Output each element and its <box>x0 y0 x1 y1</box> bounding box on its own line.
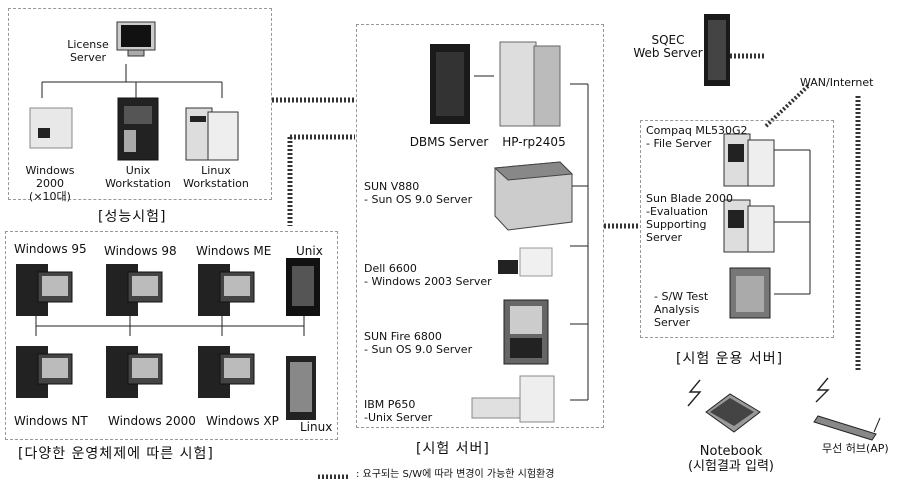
ibm-p650-label: IBM P650 -Unix Server <box>364 398 433 424</box>
os-label-windows95: Windows 95 <box>14 242 87 256</box>
os-pc-windows2000-icon <box>106 346 163 398</box>
unix-workstation-label: Unix Workstation <box>105 164 171 190</box>
unix-workstation-icon <box>117 97 159 161</box>
os-pc-windows95-icon <box>16 264 73 316</box>
sun-blade-label: Sun Blade 2000 -Evaluation Supporting Se… <box>646 192 734 244</box>
wan-internet-label: WAN/Internet <box>800 76 874 89</box>
linux-workstation-icon <box>185 107 239 161</box>
os-label-unix: Unix <box>296 244 323 258</box>
os-linux-server-icon <box>286 356 316 420</box>
compaq-file-server-icon <box>723 133 775 187</box>
dell-6600-server-icon <box>498 247 553 277</box>
dbms-server-label: DBMS Server <box>409 135 489 149</box>
wireless-hub-label: 무선 허브(AP) <box>822 442 889 455</box>
test-server-box <box>356 24 604 428</box>
license-server-label: License Server <box>67 38 109 64</box>
sun-blade-server-icon <box>723 199 775 253</box>
license-server-monitor-icon <box>116 21 156 57</box>
compaq-label: Compaq ML530G2 - File Server <box>646 124 748 150</box>
hp-rp2405-server-icon <box>499 41 561 127</box>
os-pc-windowsxp-icon <box>198 346 255 398</box>
sun-fire-6800-label: SUN Fire 6800 - Sun OS 9.0 Server <box>364 330 473 356</box>
os-test-caption: [다양한 운영체제에 따른 시험] <box>18 446 214 462</box>
os-pc-windowsnt-icon <box>16 346 73 398</box>
ops-server-box <box>640 120 834 338</box>
os-label-windows98: Windows 98 <box>104 244 177 258</box>
os-label-windowsxp: Windows XP <box>206 414 279 428</box>
sun-fire-6800-server-icon <box>503 299 549 365</box>
os-label-windows2000: Windows 2000 <box>108 414 196 428</box>
os-label-windowsme: Windows ME <box>196 244 272 258</box>
legend-text: : 요구되는 S/W에 따라 변경이 가능한 시험환경 <box>356 469 555 480</box>
hp-rp2405-label: HP-rp2405 <box>502 135 566 149</box>
sw-test-label: - S/W Test Analysis Server <box>654 290 709 329</box>
ibm-p650-server-icon <box>471 375 555 423</box>
test-server-caption: [시험 서버] <box>416 441 490 457</box>
wireless-hub-icon <box>813 415 881 441</box>
os-pc-windowsme-icon <box>198 264 255 316</box>
sw-test-server-icon <box>729 267 771 319</box>
dbms-server-icon <box>430 44 470 124</box>
windows-2000-label: Windows 2000 (×10대) <box>25 164 75 203</box>
performance-test-box <box>8 8 272 200</box>
performance-test-caption: [성능시험] <box>98 209 167 225</box>
os-label-windowsnt: Windows NT <box>14 414 88 428</box>
sqec-web-server-label: SQEC Web Server <box>633 33 703 60</box>
dell-6600-label: Dell 6600 - Windows 2003 Server <box>364 262 492 288</box>
windows-2000-pc-icon <box>29 107 73 149</box>
sun-v880-server-icon <box>493 161 574 231</box>
ops-server-caption: [시험 운용 서버] <box>676 351 784 367</box>
os-test-box <box>5 231 338 440</box>
os-pc-windows98-icon <box>106 264 163 316</box>
os-label-linux: Linux <box>300 420 333 434</box>
linux-workstation-label: Linux Workstation <box>183 164 249 190</box>
notebook-icon <box>705 393 761 433</box>
notebook-label: Notebook (시험결과 입력) <box>687 444 775 474</box>
sun-v880-label: SUN V880 - Sun OS 9.0 Server <box>364 180 473 206</box>
os-unix-server-icon <box>286 258 320 316</box>
sqec-web-server-icon <box>704 14 730 86</box>
